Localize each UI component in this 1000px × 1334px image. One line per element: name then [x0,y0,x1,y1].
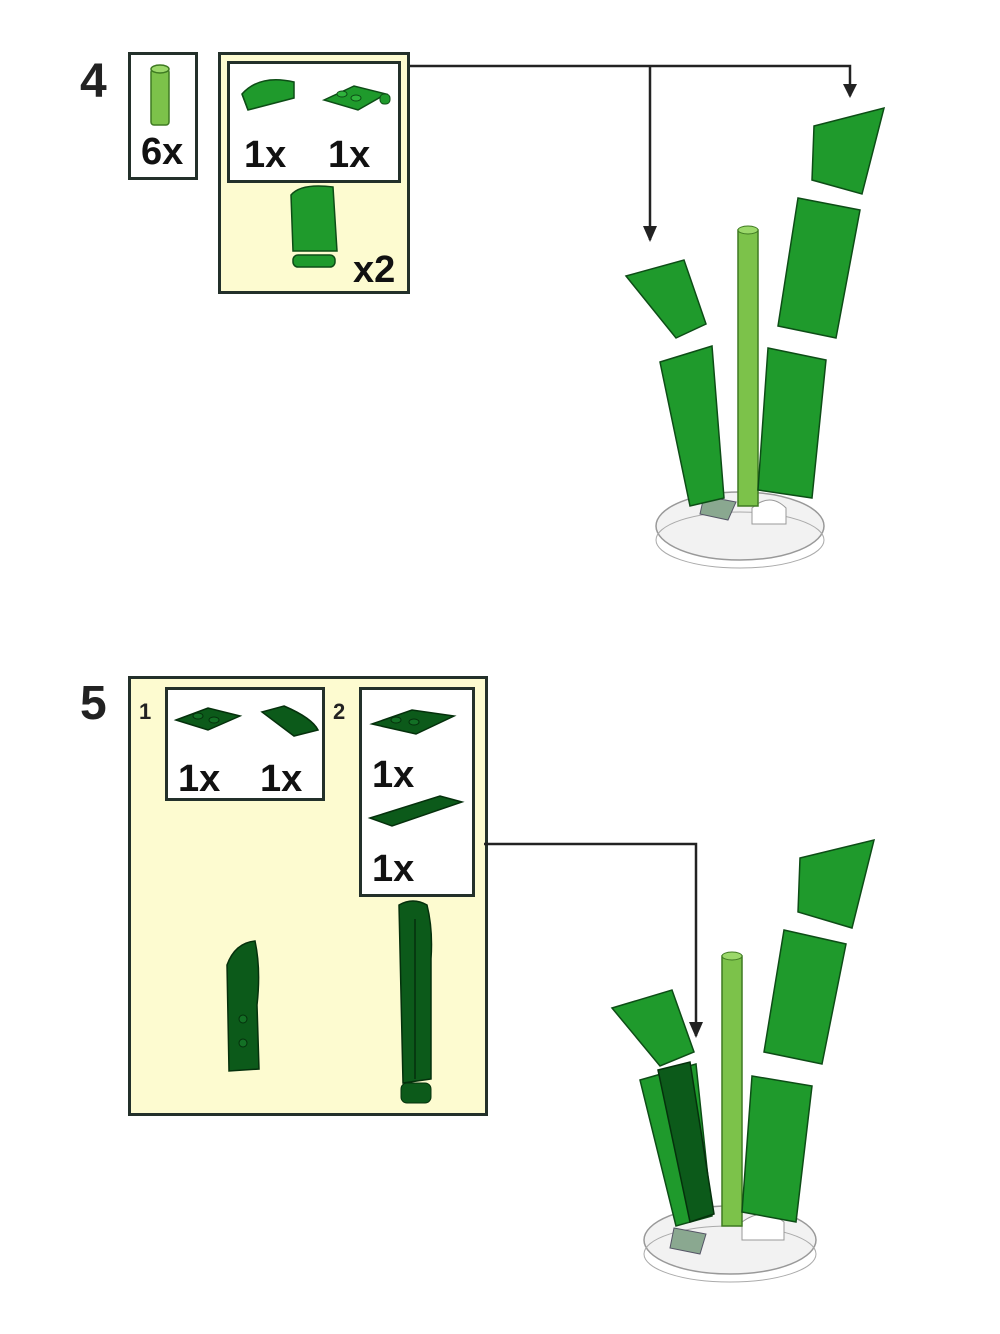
subassembly-2-preview [398,900,433,1104]
step-5-sub-1-plate-qty: 1x [178,758,221,800]
step-4-bar-qty: 6x [141,131,184,173]
green-bar-piece-icon [150,64,170,126]
clip-plate-piece-icon [369,709,457,735]
step-4-number: 4 [80,55,107,108]
step-4-parts-box: 6x [128,52,198,180]
tile-1x4-piece-icon [367,795,465,827]
step-5-sub-2-label: 2 [333,699,346,724]
clip-plate-piece-icon [321,85,391,111]
step-4-multiplier: x2 [353,249,396,291]
step-5-sub-1-label: 1 [139,699,152,724]
step-4-callout: 1x 1x x2 [218,52,410,294]
step-4-clip-qty: 1x [328,134,371,176]
step-5-callout: 1 1x 1x 2 1x 1x [128,676,488,1116]
plate-1x2-piece-icon [173,707,243,731]
subassembly-1-preview [226,940,260,1072]
step-4-slope-qty: 1x [244,134,287,176]
step-4-callout-parts: 1x 1x [227,61,401,183]
step-5-sub-1-parts: 1x 1x [165,687,325,801]
subassembly-preview [290,185,338,268]
curved-slope-piece-icon [241,79,295,111]
step-5-sub-2-tile-qty: 1x [372,848,415,890]
step-5-sub-2-parts: 1x 1x [359,687,475,897]
curved-slope-piece-icon [260,705,320,737]
step-5-sub-1-slope-qty: 1x [260,758,303,800]
step-5-sub-2-clip-qty: 1x [372,754,415,796]
step-5-number: 5 [80,677,107,730]
step-5-subassemblies [226,900,433,1104]
